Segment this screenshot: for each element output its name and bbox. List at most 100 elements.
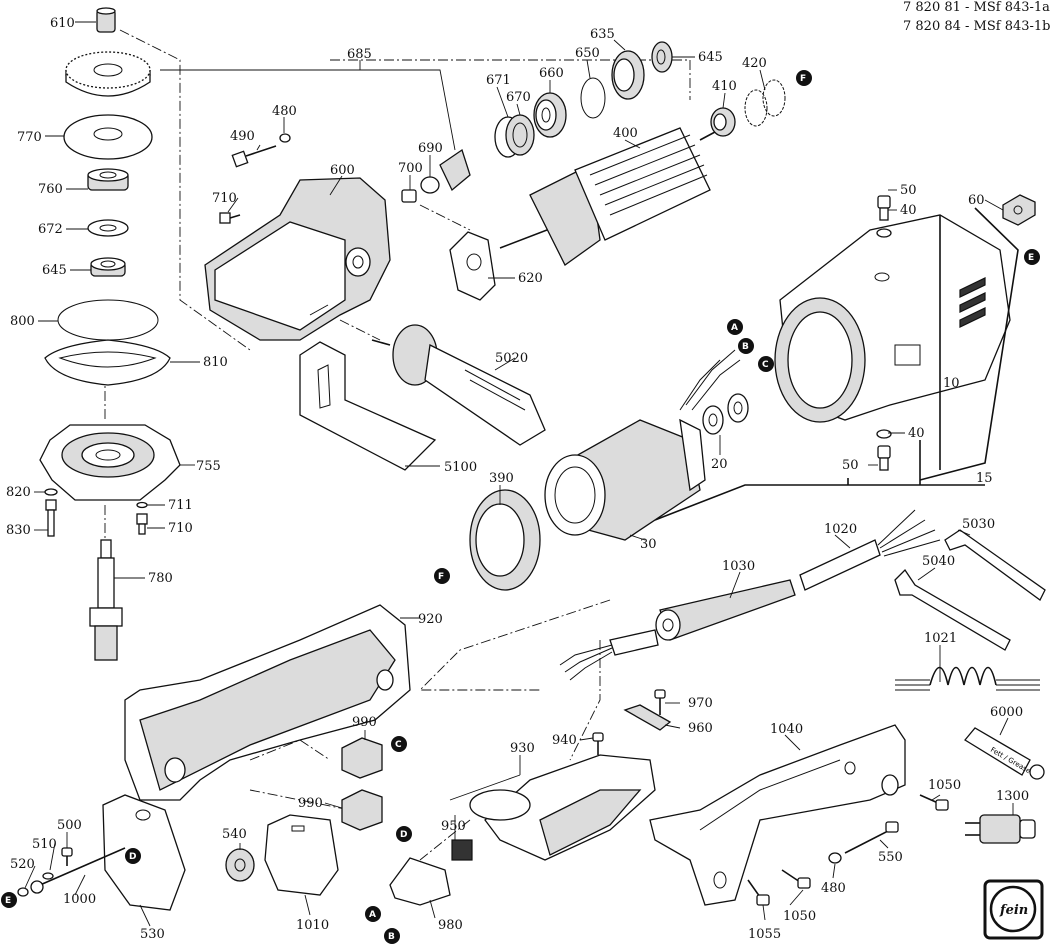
part-1055-screw	[747, 879, 770, 906]
svg-text:C: C	[395, 740, 402, 750]
label-950: 950	[441, 819, 466, 834]
label-670: 670	[506, 90, 531, 105]
part-480b-washer	[828, 852, 842, 864]
svg-text:E: E	[1028, 253, 1034, 263]
label-970: 970	[688, 696, 713, 711]
part-1010-cover-plate	[264, 814, 339, 896]
marker-D-mid: D	[396, 826, 412, 842]
part-990-capacitor-top	[341, 737, 383, 779]
label-930: 930	[510, 741, 535, 756]
label-1010: 1010	[296, 918, 329, 933]
part-1030-cable-sleeve	[655, 579, 796, 641]
label-40a: 40	[900, 203, 917, 218]
part-970-screw	[654, 689, 666, 715]
marker-E-left: E	[1, 892, 17, 908]
label-1030: 1030	[722, 559, 755, 574]
label-770: 770	[17, 130, 42, 145]
part-685-bevel-gear	[65, 51, 151, 97]
label-980: 980	[438, 918, 463, 933]
label-610: 610	[50, 16, 75, 31]
label-990b: 990	[298, 796, 323, 811]
label-830: 830	[6, 523, 31, 538]
label-5020: 5020	[495, 351, 528, 366]
svg-text:F: F	[800, 74, 806, 84]
label-1050b: 1050	[783, 909, 816, 924]
label-671: 671	[486, 73, 511, 88]
part-920-handle-housing	[124, 604, 411, 801]
marker-E-right: E	[1024, 249, 1040, 265]
part-950-contact	[451, 839, 473, 861]
label-540: 540	[222, 827, 247, 842]
label-480a: 480	[272, 104, 297, 119]
model-line-2: 7 820 84 - MSf 843-1b	[903, 19, 1050, 34]
svg-text:F: F	[438, 572, 444, 582]
svg-text:D: D	[129, 852, 136, 862]
reference-markers: F E A B C F C D D E A B	[1, 70, 1040, 944]
marker-A-top: A	[727, 319, 743, 335]
label-620: 620	[518, 271, 543, 286]
part-5100-bracket	[299, 341, 437, 471]
svg-text:B: B	[388, 932, 395, 942]
label-550: 550	[878, 850, 903, 865]
part-990-capacitor-bottom	[341, 789, 383, 831]
label-650: 650	[575, 46, 600, 61]
part-6000-grease-tube: Fett / Grease	[964, 727, 1045, 780]
svg-text:C: C	[762, 360, 769, 370]
svg-text:D: D	[400, 830, 407, 840]
part-1050-screw-right	[919, 794, 949, 811]
part-780-spindle	[89, 539, 123, 661]
label-940: 940	[552, 733, 577, 748]
marker-C-top: C	[758, 356, 774, 372]
part-672-washer	[87, 219, 129, 237]
label-800: 800	[10, 314, 35, 329]
part-540-grommet	[225, 848, 255, 882]
assembly-bracket-lines	[654, 207, 1019, 521]
part-510-washer	[42, 872, 54, 880]
label-5040: 5040	[922, 554, 955, 569]
part-550-screw	[844, 821, 899, 854]
label-6000: 6000	[990, 705, 1023, 720]
label-635: 635	[590, 27, 615, 42]
part-5040-wrench	[894, 568, 1011, 651]
part-400-armature	[499, 127, 716, 266]
assembly-axis-lines	[104, 29, 691, 861]
label-50a: 50	[900, 183, 917, 198]
label-685: 685	[347, 47, 372, 62]
label-1055: 1055	[748, 927, 781, 942]
part-410-bearing	[710, 107, 736, 137]
label-50b: 50	[842, 458, 859, 473]
label-711: 711	[168, 498, 193, 513]
label-1300: 1300	[996, 789, 1029, 804]
label-780: 780	[148, 571, 173, 586]
part-500-screw	[61, 847, 73, 866]
part-670-ring	[505, 114, 535, 156]
label-5030: 5030	[962, 517, 995, 532]
label-710b: 710	[212, 191, 237, 206]
part-20-washers	[702, 393, 749, 435]
marker-F-top: F	[796, 70, 812, 86]
label-530: 530	[140, 927, 165, 942]
part-40-washer-top	[876, 228, 892, 238]
part-711-washer	[136, 501, 148, 509]
part-710b-screw	[219, 212, 241, 224]
part-810-gasket	[44, 339, 171, 386]
label-1000: 1000	[63, 892, 96, 907]
label-1021: 1021	[924, 631, 957, 646]
label-960: 960	[688, 721, 713, 736]
part-755-gear-housing	[39, 424, 181, 501]
part-30-field-winding	[544, 349, 741, 541]
label-990a: 990	[352, 715, 377, 730]
part-600-gear-head	[204, 177, 391, 341]
label-400: 400	[613, 126, 638, 141]
part-480-washer	[279, 133, 291, 143]
part-520-washer	[17, 887, 29, 897]
label-10: 10	[943, 376, 960, 391]
marker-B-top: B	[738, 338, 754, 354]
part-800-o-ring	[57, 299, 159, 341]
svg-text:E: E	[5, 896, 11, 906]
part-980-switch-actuator	[389, 857, 451, 906]
part-50-screw-bottom	[877, 445, 891, 471]
model-line-1: 7 820 81 - MSf 843-1a	[903, 0, 1050, 15]
label-760: 760	[38, 182, 63, 197]
part-490-screw	[231, 145, 277, 168]
